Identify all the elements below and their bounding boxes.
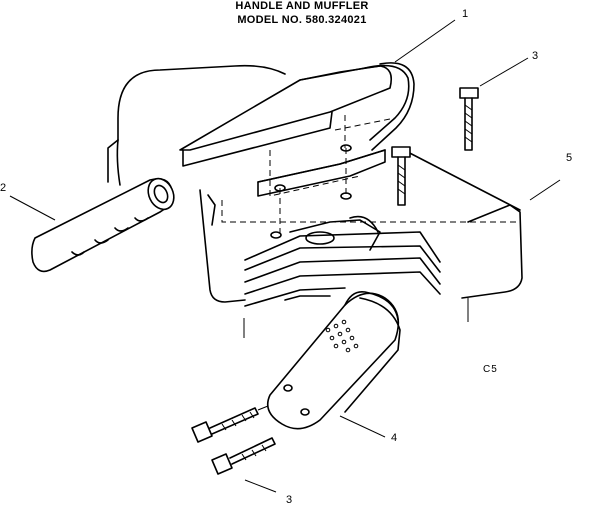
- callout-2: 2: [0, 182, 7, 194]
- muffler: [266, 290, 401, 438]
- bolt-top: [459, 57, 529, 151]
- bolt-bottom-lower: [211, 437, 277, 493]
- diagram-title: HANDLE AND MUFFLER: [235, 0, 369, 12]
- leader-1: [394, 19, 456, 63]
- cylinder-fins: [243, 215, 441, 338]
- bolt-bottom-upper: [191, 401, 279, 443]
- callout-3-top: 3: [532, 50, 539, 62]
- bolt-middle: [391, 146, 411, 206]
- callout-3-bottom: 3: [286, 494, 293, 506]
- engine-housing: [107, 64, 561, 322]
- figure-code: C5: [483, 364, 498, 375]
- callout-4: 4: [391, 432, 398, 444]
- callout-1: 1: [462, 8, 469, 20]
- callout-5: 5: [566, 152, 573, 164]
- model-number: MODEL NO. 580.324021: [237, 14, 367, 26]
- handle-grip: [9, 177, 175, 273]
- handle-bail: [179, 62, 415, 239]
